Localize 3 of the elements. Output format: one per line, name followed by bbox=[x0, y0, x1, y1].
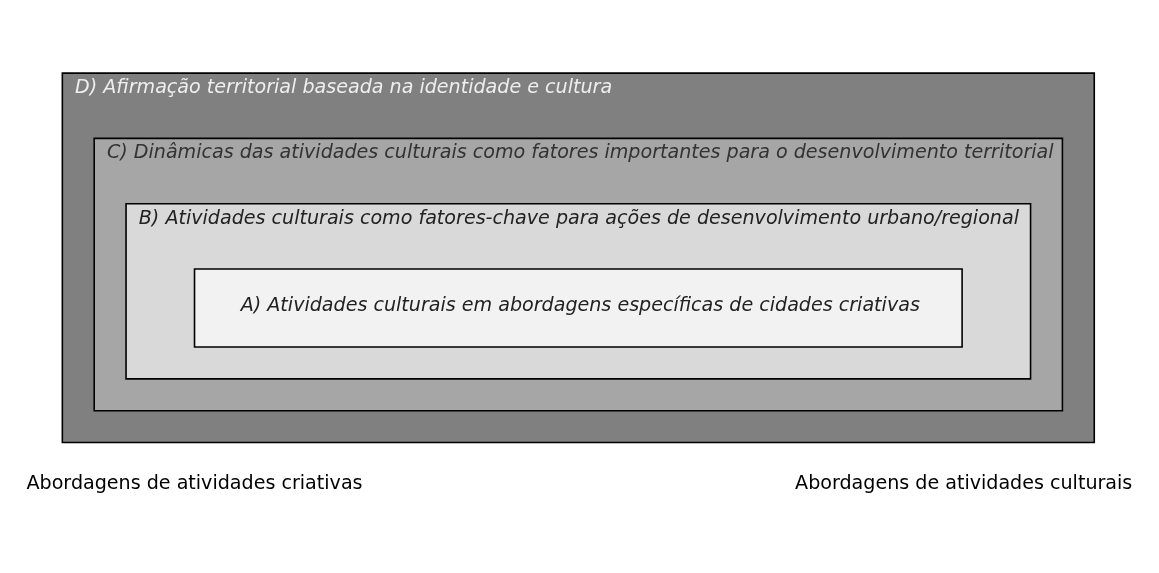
label: Abordagens de atividades criativas bbox=[26, 470, 363, 494]
label: Abordagens de atividades culturais bbox=[795, 470, 1133, 494]
node-box: A) Atividades culturais em abordagens específicas de cidades criativas bbox=[193, 268, 963, 348]
